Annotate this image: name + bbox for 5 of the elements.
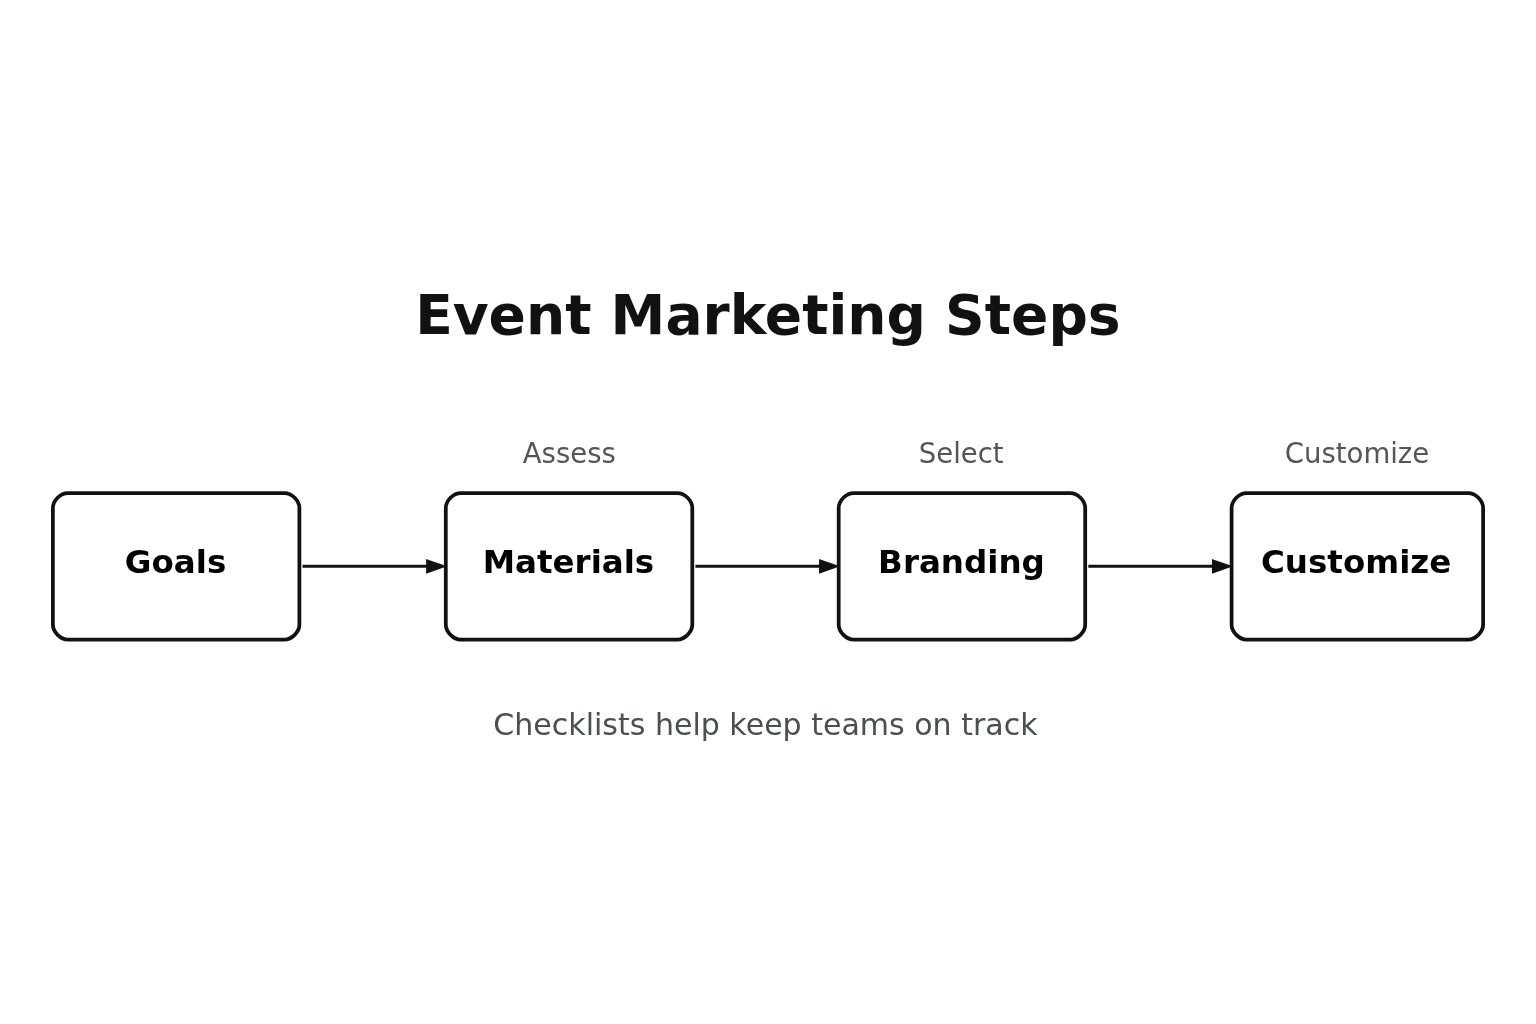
node-label: Select [918, 436, 1004, 469]
node-label: Assess [522, 436, 616, 469]
node-label: Customize [1284, 436, 1430, 469]
diagram-title: Event Marketing Steps [415, 282, 1121, 347]
caption: Checklists help keep teams on track [493, 706, 1038, 742]
